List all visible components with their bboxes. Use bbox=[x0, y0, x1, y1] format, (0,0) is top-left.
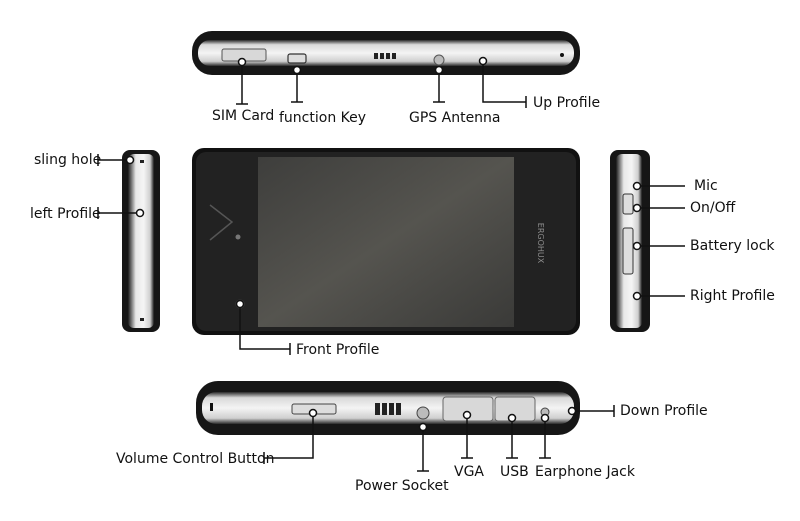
battery-lock bbox=[622, 227, 634, 275]
callout-dots bbox=[125, 56, 642, 432]
front-view: ERGOHUX bbox=[192, 148, 580, 335]
power-socket bbox=[416, 406, 430, 420]
label-function-key: function Key bbox=[279, 110, 367, 126]
function-key bbox=[287, 53, 307, 64]
label-earphone-jack: Earphone Jack bbox=[535, 464, 635, 480]
bottom-vent bbox=[375, 403, 401, 415]
label-down-profile: Down Profile bbox=[620, 403, 708, 419]
brand-mark: ERGOHUX bbox=[536, 223, 545, 264]
label-left-profile: left Profile bbox=[30, 206, 101, 222]
label-front-profile: Front Profile bbox=[296, 342, 380, 358]
label-battery-lock: Battery lock bbox=[690, 238, 775, 254]
label-usb: USB bbox=[500, 464, 529, 480]
right-profile-view bbox=[610, 150, 650, 332]
label-mic: Mic bbox=[694, 178, 718, 194]
label-power-socket: Power Socket bbox=[355, 478, 449, 494]
label-right-profile: Right Profile bbox=[690, 288, 775, 304]
top-profile-view bbox=[192, 31, 580, 75]
label-sim-card: SIM Card bbox=[212, 108, 275, 124]
vga-port bbox=[442, 396, 494, 422]
label-up-profile: Up Profile bbox=[533, 95, 601, 111]
left-profile-view bbox=[122, 150, 160, 332]
on-off-button bbox=[622, 193, 634, 215]
bottom-profile-view bbox=[196, 381, 580, 435]
label-sling-hole: sling hole bbox=[34, 152, 102, 168]
label-volume-control-button: Volume Control Button bbox=[116, 451, 275, 467]
callout-lines bbox=[97, 61, 685, 472]
label-vga: VGA bbox=[454, 464, 485, 480]
label-on-off: On/Off bbox=[690, 200, 736, 216]
gps-antenna bbox=[433, 54, 445, 66]
label-gps-antenna: GPS Antenna bbox=[409, 110, 501, 126]
screen bbox=[258, 157, 514, 327]
top-vent bbox=[374, 53, 396, 59]
